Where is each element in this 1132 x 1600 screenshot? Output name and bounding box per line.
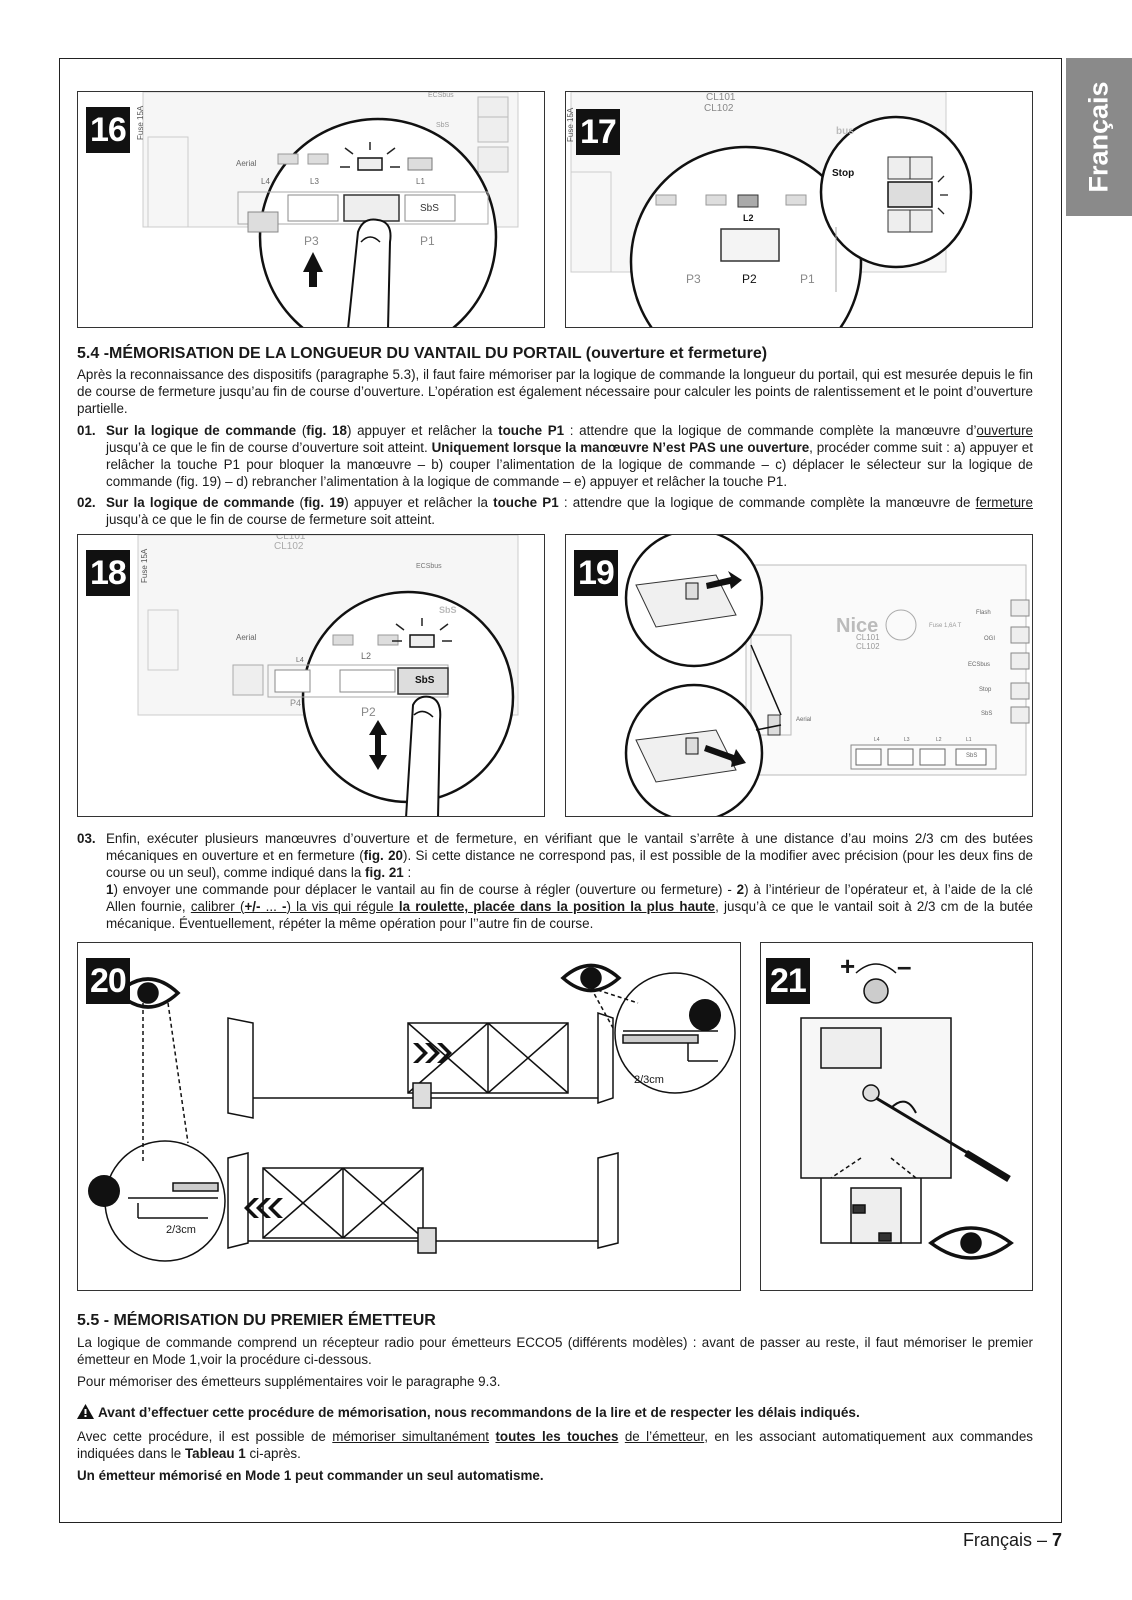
figure-17: 17 Fuse 15A CL101 CL102 bus Stop L2 P3 P… xyxy=(565,91,1033,328)
warning-icon xyxy=(77,1404,94,1419)
section-5-4-intro: Après la reconnaissance des dispositifs … xyxy=(77,367,1033,416)
distance-label-bottom: 2/3cm xyxy=(166,1224,196,1236)
figure-number: 21 xyxy=(766,958,810,1004)
page-number: 7 xyxy=(1051,1530,1062,1550)
plus-symbol: + xyxy=(840,951,856,981)
step-number: 01. xyxy=(77,423,96,438)
sbs-button-label: SbS xyxy=(966,753,978,759)
p3-label: P3 xyxy=(686,272,701,286)
step-body: Enfin, exécuter plusieurs manœuvres d’ou… xyxy=(106,831,1034,931)
figure-number: 18 xyxy=(86,550,130,596)
section-5-5-p3: Avec cette procédure, il est possible de… xyxy=(77,1429,1033,1461)
step-02: 02. Sur la logique de commande (fig. 19)… xyxy=(77,494,1033,528)
fuse-label: Fuse 15A xyxy=(566,107,575,142)
l4-label: L4 xyxy=(874,737,880,743)
figure-16-drawing xyxy=(142,92,519,327)
l4-label: L4 xyxy=(296,657,304,664)
l1-label: L1 xyxy=(966,737,972,743)
page-footer: Français – 7 xyxy=(962,1530,1062,1550)
aerial-label: Aerial xyxy=(236,159,257,168)
figure-16: 16 Fuse 15A Aerial L4 L3 L1 SbS P3 P1 EC… xyxy=(77,91,545,328)
l3-label: L3 xyxy=(310,177,319,186)
cl101-label: CL101 xyxy=(276,534,306,542)
figure-21-drawing xyxy=(800,963,1014,1260)
step-body: Sur la logique de commande (fig. 19) app… xyxy=(106,495,1033,527)
language-tab: Français xyxy=(1066,58,1132,216)
ogi-label: OGI xyxy=(984,636,996,642)
figure-number: 17 xyxy=(576,109,620,155)
figure-19: 19 Nice CL101 CL102 Fuse 1,6A T Flash OG… xyxy=(565,534,1033,817)
figure-18-drawing xyxy=(137,535,519,816)
step-01: 01. Sur la logique de commande (fig. 18)… xyxy=(77,422,1033,490)
l3-label: L3 xyxy=(904,737,910,743)
stop-label: Stop xyxy=(832,168,855,179)
cl102-label: CL102 xyxy=(704,103,734,114)
step-body: Sur la logique de commande (fig. 18) app… xyxy=(106,423,1033,489)
l2-label: L2 xyxy=(361,651,372,661)
bus-label: bus xyxy=(836,126,854,137)
figure-19-drawing xyxy=(624,535,1030,816)
sbs-side-label: SbS xyxy=(436,122,450,129)
figure-17-drawing xyxy=(570,92,973,327)
fuse-label: Fuse 15A xyxy=(140,548,149,583)
flash-label: Flash xyxy=(976,610,991,616)
figure-20-drawing xyxy=(88,963,736,1262)
p2-label: P2 xyxy=(742,272,757,286)
page-frame xyxy=(59,58,1062,1523)
sbs-side-label: SbS xyxy=(439,605,457,615)
l2-label: L2 xyxy=(936,737,942,743)
p1-label: P1 xyxy=(420,234,435,248)
ecsbus-label: ECSbus xyxy=(416,563,442,570)
section-5-5-p4: Un émetteur mémorisé en Mode 1 peut comm… xyxy=(77,1468,544,1483)
l4-label: L4 xyxy=(261,177,270,186)
section-5-5-warning: Avant d’effectuer cette procédure de mém… xyxy=(77,1404,1033,1421)
nice-logo: Nice xyxy=(836,615,879,637)
figure-18: 18 Fuse 15A CL101 CL102 ECSbus SbS Aeria… xyxy=(77,534,545,817)
l1-label: L1 xyxy=(416,177,425,186)
section-5-5-p1: La logique de commande comprend un récep… xyxy=(77,1335,1033,1367)
step-number: 03. xyxy=(77,831,96,846)
section-5-4-title: 5.4 -MÉMORISATION DE LA LONGUEUR DU VANT… xyxy=(77,345,768,362)
figure-number: 16 xyxy=(86,107,130,153)
figure-number: 19 xyxy=(574,550,618,596)
fuse-label: Fuse 15A xyxy=(136,105,145,140)
p4-label: P4 xyxy=(290,698,302,708)
l2-label: L2 xyxy=(743,213,754,223)
sbs-button-label: SbS xyxy=(415,675,435,686)
distance-label-top: 2/3cm xyxy=(634,1074,664,1086)
cl102-label: CL102 xyxy=(274,541,304,552)
figure-number: 20 xyxy=(86,958,130,1004)
figure-21: 21 + – xyxy=(760,942,1033,1291)
section-5-5-title: 5.5 - MÉMORISATION DU PREMIER ÉMETTEUR xyxy=(77,1312,436,1329)
section-5-5-p2: Pour mémoriser des émetteurs supplémenta… xyxy=(77,1374,501,1389)
stop-label: Stop xyxy=(979,687,992,693)
step-03: 03. Enfin, exécuter plusieurs manœuvres … xyxy=(77,830,1033,932)
fuse-label: Fuse 1,6A T xyxy=(929,623,962,629)
aerial-label: Aerial xyxy=(796,717,812,723)
step-number: 02. xyxy=(77,495,96,510)
ecsbus-label: ECSbus xyxy=(968,662,991,668)
p3-label: P3 xyxy=(304,234,319,248)
cl101-label: CL101 xyxy=(856,633,880,642)
cl102-label: CL102 xyxy=(856,642,880,651)
sbs-side-label: SbS xyxy=(981,711,993,717)
cl101-label: CL101 xyxy=(706,92,736,103)
p1-label: P1 xyxy=(800,272,815,286)
sbs-button-label: SbS xyxy=(420,203,439,214)
figure-20: 20 2/3cm 2/3cm xyxy=(77,942,741,1291)
minus-symbol: – xyxy=(897,951,912,981)
p2-label: P2 xyxy=(361,705,376,719)
aerial-label: Aerial xyxy=(236,633,257,642)
ecsbus-label: ECSbus xyxy=(428,92,454,99)
